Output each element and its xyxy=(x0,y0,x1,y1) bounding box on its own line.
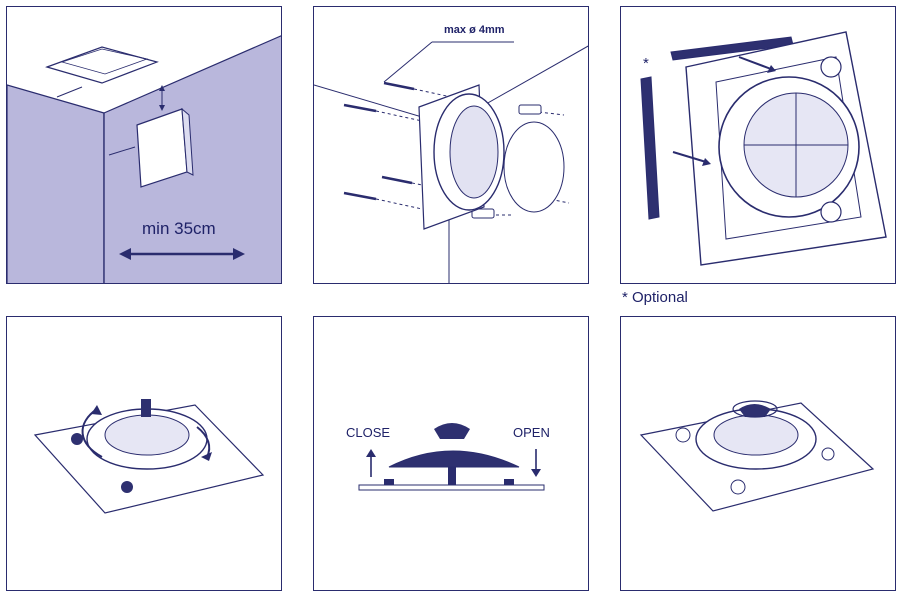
fan-spigot-inner xyxy=(449,105,499,199)
ceiling-fan-panel xyxy=(45,46,159,84)
screw-4-path xyxy=(375,198,423,210)
close-label: CLOSE xyxy=(346,425,391,440)
screw-2 xyxy=(343,103,377,113)
left-wall xyxy=(7,84,105,283)
screw-4 xyxy=(343,191,377,201)
corner-screw-bottom xyxy=(820,201,842,223)
clearance-illustration xyxy=(7,35,281,283)
tighten-rotation-arrow xyxy=(732,400,778,418)
wing-nut-icon xyxy=(141,399,151,417)
arrow-to-frame-side xyxy=(672,151,707,163)
foot-left xyxy=(71,433,83,445)
corner-screw-top xyxy=(820,56,842,78)
plate-foot-2 xyxy=(504,479,514,485)
adjust-spindle xyxy=(448,467,456,485)
open-arrow-head xyxy=(531,469,541,477)
fan-cover-inner xyxy=(713,414,799,456)
foot-left xyxy=(675,427,691,443)
arrow-to-frame-top xyxy=(738,56,772,70)
step-5-adjust-panel: CLOSE OPEN xyxy=(313,316,589,591)
fan-cover-profile xyxy=(388,450,520,468)
up-arrow-icon xyxy=(159,85,165,91)
step-3-grille-panel: * xyxy=(620,6,896,284)
optional-marker: * xyxy=(643,55,649,72)
side-gap-line xyxy=(108,146,136,156)
wall-plug-3 xyxy=(471,208,495,219)
rotate-arrow-head-left xyxy=(91,405,102,415)
wall-plug-1 xyxy=(518,104,542,115)
fan-cover-inner xyxy=(104,414,190,456)
rotate-arrow-head-right xyxy=(201,452,212,461)
optional-note: * Optional xyxy=(622,289,688,306)
rotate-arrows-icon xyxy=(81,408,103,458)
close-arrow-head xyxy=(366,449,376,457)
step-6-tighten-panel xyxy=(620,316,896,591)
arrow-head-top xyxy=(767,65,776,73)
screw-3 xyxy=(381,175,413,185)
double-arrow-right-head xyxy=(233,248,245,260)
wing-nut-icon xyxy=(739,404,771,417)
plate-foot-1 xyxy=(384,479,394,485)
step-4-rotate-panel xyxy=(6,316,282,591)
foot-bottom xyxy=(121,481,133,493)
plug-path-3 xyxy=(538,196,570,204)
double-arrow-left-head xyxy=(119,248,131,260)
foot-right xyxy=(821,447,835,461)
screw-1 xyxy=(383,81,415,91)
foot-bottom xyxy=(730,479,746,495)
screw-callout-line xyxy=(383,41,433,83)
ceiling-gap-line xyxy=(56,86,83,98)
base-plate xyxy=(358,484,545,491)
open-label: OPEN xyxy=(513,425,550,440)
down-arrow-icon xyxy=(159,105,165,111)
grille-illustration xyxy=(640,31,887,266)
screw-2-path xyxy=(375,110,423,122)
side-filter-strip xyxy=(640,76,660,220)
wing-nut-top-icon xyxy=(434,423,470,439)
step-2-mounting-panel: max ø 4mm xyxy=(313,6,589,284)
mounting-illustration xyxy=(314,41,588,283)
wall-opening xyxy=(503,121,565,213)
arrow-head-side xyxy=(702,158,711,166)
rotate-illustration xyxy=(33,399,265,514)
screw-diameter-label: max ø 4mm xyxy=(444,24,505,36)
wall-fan-side xyxy=(181,107,194,176)
plug-path-2 xyxy=(538,111,565,116)
tighten-illustration xyxy=(639,400,875,512)
ceiling-fan-inner xyxy=(60,48,149,75)
min-distance-label: min 35cm xyxy=(142,219,216,238)
step-1-clearance-panel: min 35cm xyxy=(6,6,282,284)
adjust-illustration xyxy=(358,423,545,491)
